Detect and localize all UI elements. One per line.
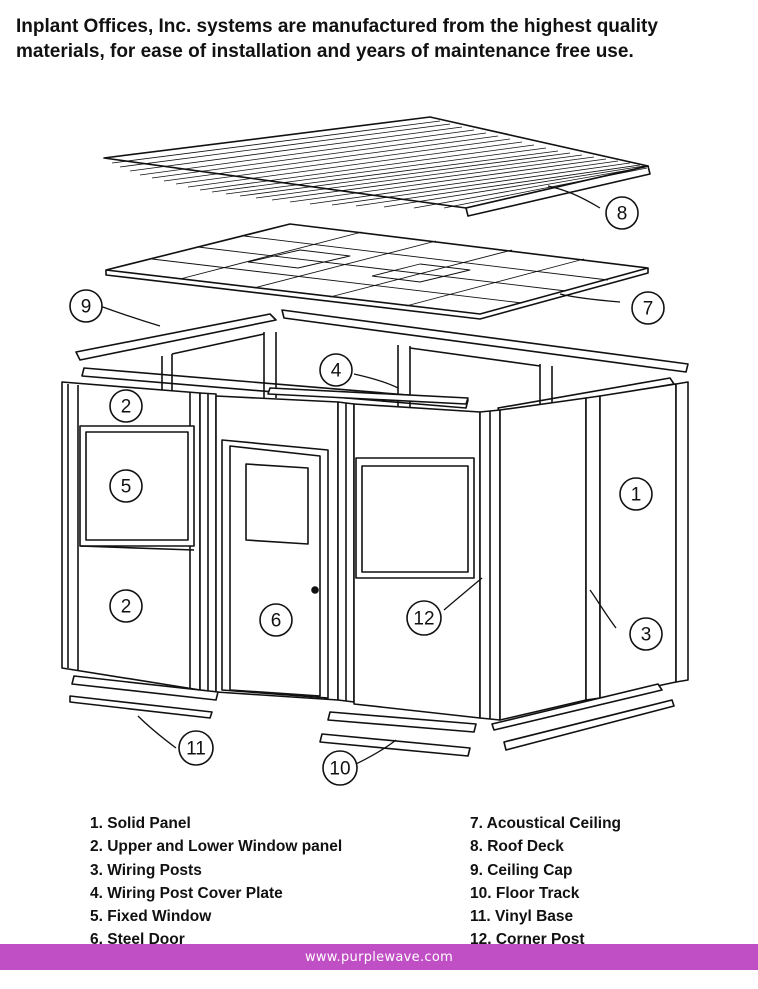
side-solid-panel bbox=[499, 381, 689, 721]
svg-text:12: 12 bbox=[413, 609, 434, 630]
svg-text:6: 6 bbox=[271, 611, 282, 632]
header-line-2: materials, for ease of installation and … bbox=[16, 41, 634, 62]
wiring-post-cover-plate bbox=[267, 387, 469, 405]
marker-2-lower: 2 bbox=[109, 589, 143, 623]
marker-5: 5 bbox=[109, 469, 143, 503]
watermark-link[interactable]: www.purplewave.com bbox=[304, 949, 454, 965]
door-panel bbox=[215, 395, 339, 701]
svg-text:7: 7 bbox=[643, 299, 654, 320]
marker-1: 1 bbox=[619, 477, 653, 511]
legend-item-2: 2. Upper and Lower Window panel bbox=[90, 838, 343, 856]
floor-tracks bbox=[319, 683, 675, 757]
marker-4: 4 bbox=[319, 353, 353, 387]
marker-3: 3 bbox=[629, 617, 663, 651]
svg-text:5: 5 bbox=[121, 477, 132, 498]
legend-item-7: 7. Acoustical Ceiling bbox=[470, 815, 622, 832]
svg-text:9: 9 bbox=[81, 297, 92, 318]
watermark-banner: www.purplewave.com bbox=[0, 944, 758, 970]
marker-9: 9 bbox=[69, 289, 103, 323]
vinyl-base bbox=[69, 675, 219, 719]
legend-item-3: 3. Wiring Posts bbox=[90, 861, 202, 879]
wiring-post-front-mid bbox=[337, 401, 355, 703]
leader-lines bbox=[99, 185, 621, 765]
legend-item-11: 11. Vinyl Base bbox=[470, 908, 574, 926]
svg-text:2: 2 bbox=[121, 597, 132, 618]
legend-right: 7. Acoustical Ceiling 8. Roof Deck 9. Ce… bbox=[470, 812, 621, 952]
front-left-panel bbox=[61, 381, 201, 691]
marker-11: 11 bbox=[178, 730, 214, 766]
marker-2-upper: 2 bbox=[109, 389, 143, 423]
legend-left: 1. Solid Panel 2. Upper and Lower Window… bbox=[90, 812, 342, 952]
wiring-post-front-left bbox=[199, 392, 217, 693]
legend-item-9: 9. Ceiling Cap bbox=[470, 861, 573, 879]
legend-item-1: 1. Solid Panel bbox=[90, 815, 191, 832]
marker-8: 8 bbox=[605, 196, 639, 230]
svg-text:10: 10 bbox=[329, 759, 350, 780]
legend-item-10: 10. Floor Track bbox=[470, 884, 580, 902]
marker-10: 10 bbox=[322, 750, 358, 786]
header-line-1: Inplant Offices, Inc. systems are manufa… bbox=[16, 16, 658, 37]
front-right-panel bbox=[353, 403, 481, 719]
marker-12: 12 bbox=[406, 600, 442, 636]
svg-text:8: 8 bbox=[617, 204, 628, 225]
svg-text:1: 1 bbox=[631, 485, 642, 506]
marker-7: 7 bbox=[631, 291, 665, 325]
corner-post bbox=[479, 409, 501, 721]
svg-text:4: 4 bbox=[331, 361, 342, 382]
svg-text:11: 11 bbox=[186, 739, 206, 760]
legend-item-4: 4. Wiring Post Cover Plate bbox=[90, 884, 283, 902]
back-frame bbox=[161, 332, 553, 418]
legend-item-5: 5. Fixed Window bbox=[90, 908, 212, 926]
acoustical-ceiling bbox=[105, 223, 649, 320]
legend-item-8: 8. Roof Deck bbox=[470, 838, 564, 856]
marker-6: 6 bbox=[259, 603, 293, 637]
svg-text:2: 2 bbox=[121, 397, 132, 418]
roof-deck bbox=[103, 116, 651, 217]
page-header: Inplant Offices, Inc. systems are manufa… bbox=[16, 14, 736, 64]
svg-text:3: 3 bbox=[641, 625, 652, 646]
